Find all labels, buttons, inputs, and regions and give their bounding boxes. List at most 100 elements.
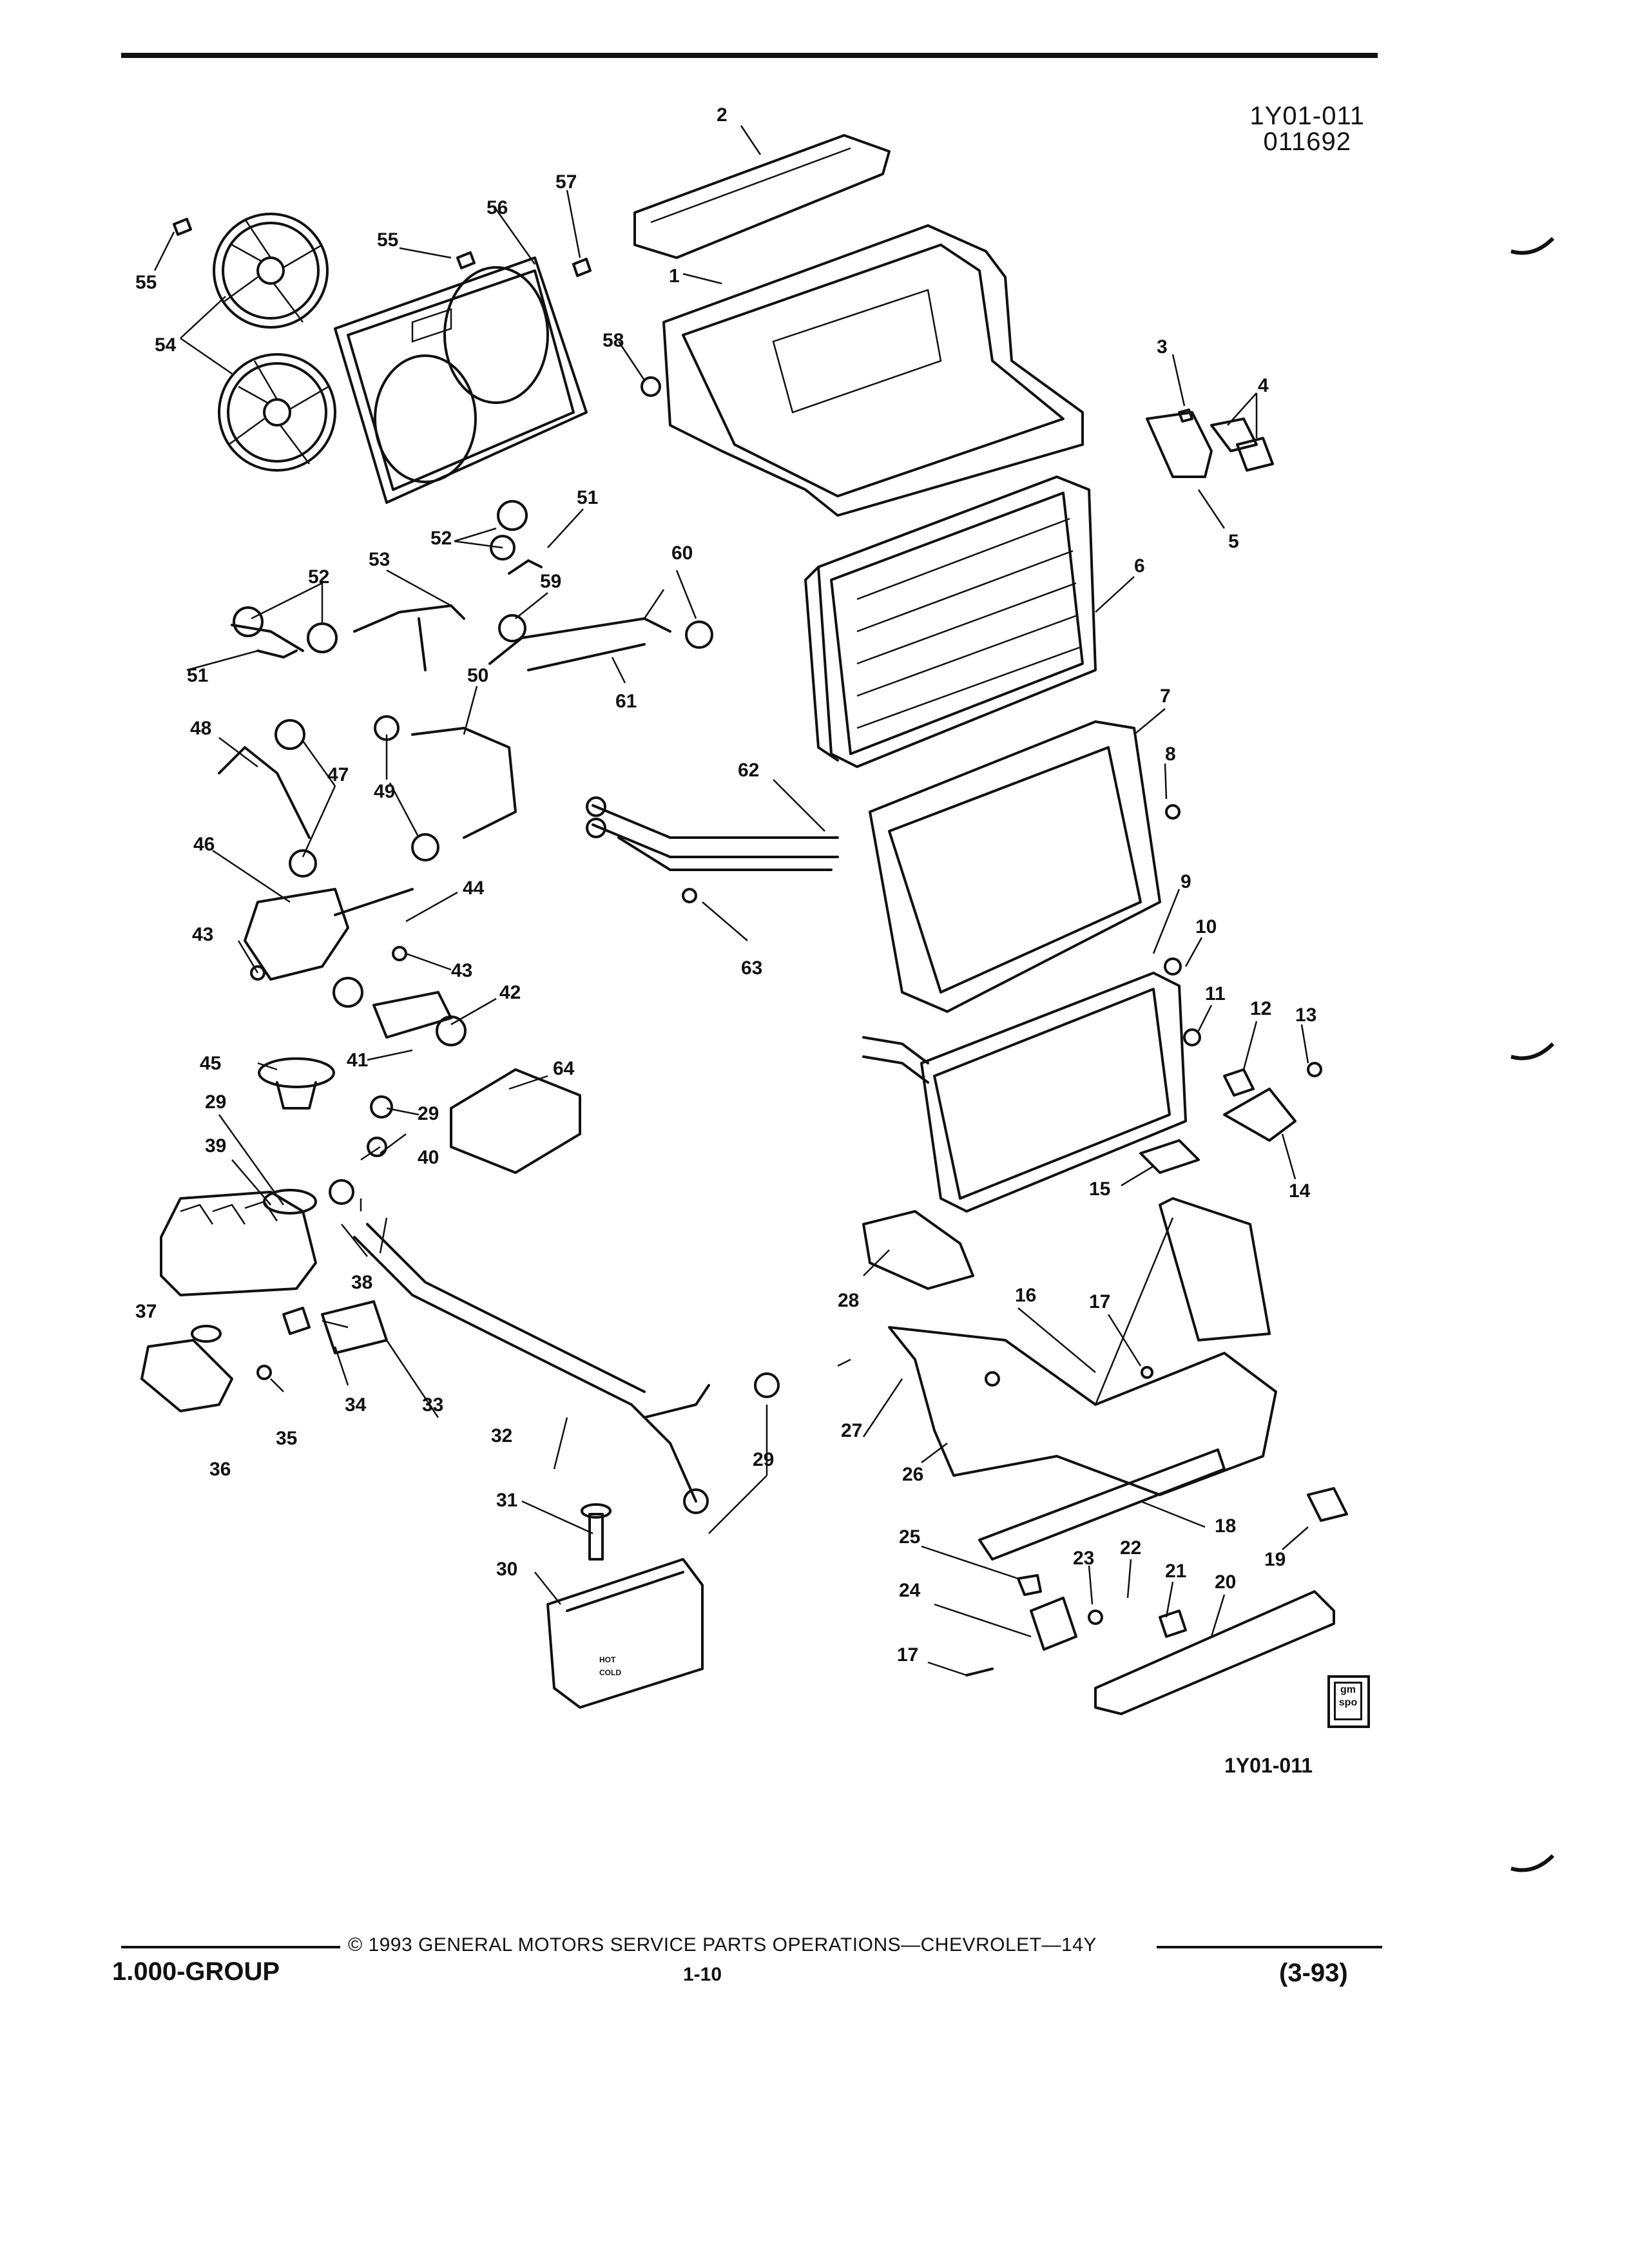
- reservoir-cold-label: COLD: [599, 1668, 621, 1677]
- callout-16: 16: [1015, 1285, 1036, 1306]
- callout-58: 58: [602, 330, 624, 351]
- callout-55: 55: [135, 272, 157, 293]
- callout-23: 23: [1073, 1548, 1094, 1569]
- callout-43b: 43: [451, 960, 472, 981]
- footer-copyright: © 1993 GENERAL MOTORS SERVICE PARTS OPER…: [348, 1934, 1097, 1956]
- callout-4: 4: [1258, 375, 1269, 396]
- callout-60: 60: [671, 543, 693, 564]
- callout-39: 39: [205, 1135, 226, 1157]
- figure-code-line2: 011692: [1263, 128, 1351, 156]
- callout-17: 17: [1089, 1291, 1110, 1312]
- callout-51b: 51: [577, 487, 598, 508]
- callout-62: 62: [738, 760, 759, 781]
- callout-22: 22: [1120, 1537, 1141, 1559]
- reservoir-hot-label: HOT: [599, 1655, 616, 1664]
- callout-13: 13: [1295, 1004, 1316, 1026]
- surge-tank-bracket: [140, 1325, 233, 1412]
- callout-45: 45: [200, 1053, 221, 1074]
- callout-10: 10: [1195, 916, 1217, 937]
- callout-20: 20: [1215, 1571, 1236, 1593]
- surge-tank: [160, 1189, 317, 1296]
- coolant-lines: [282, 1223, 710, 1503]
- callout-labels: 1 2 3 4 5 6 7 8 9 10 11 12 13 14 15 16 1…: [135, 104, 1316, 1666]
- callout-18: 18: [1215, 1515, 1236, 1537]
- callout-21: 21: [1165, 1561, 1186, 1582]
- callout-40: 40: [418, 1147, 439, 1168]
- logo-gm: gm: [1340, 1684, 1356, 1695]
- callout-43: 43: [192, 924, 213, 945]
- callout-26: 26: [902, 1464, 923, 1485]
- lower-support: [978, 1448, 1226, 1561]
- callout-34: 34: [345, 1394, 367, 1416]
- footer-date: (3-93): [1279, 1959, 1348, 1987]
- washer-reservoir: HOT COLD: [546, 1503, 704, 1709]
- bracket-64: [450, 1068, 581, 1174]
- pressure-cap: [258, 1057, 335, 1110]
- footer-group: 1.000-GROUP: [112, 1957, 280, 1986]
- callout-55b: 55: [377, 229, 398, 251]
- upper-baffle: [633, 134, 891, 259]
- callout-9: 9: [1181, 871, 1191, 892]
- condenser: [869, 720, 1161, 1013]
- callout-17b: 17: [897, 1644, 918, 1666]
- fasteners: [250, 804, 1322, 1387]
- callout-41: 41: [347, 1050, 368, 1071]
- callout-49: 49: [374, 781, 395, 802]
- margin-mark-1: [1510, 236, 1555, 255]
- radiator-upper-housing: [662, 224, 1084, 517]
- callout-25: 25: [899, 1526, 920, 1548]
- callout-44: 44: [463, 878, 485, 899]
- callout-28: 28: [838, 1290, 859, 1311]
- callout-29b: 29: [418, 1103, 439, 1124]
- callout-19: 19: [1264, 1549, 1286, 1570]
- gm-spo-logo: gm spo: [1327, 1675, 1370, 1728]
- callout-32: 32: [491, 1425, 512, 1446]
- callout-56: 56: [487, 197, 508, 218]
- callout-52: 52: [308, 566, 329, 588]
- callout-52b: 52: [430, 528, 452, 549]
- small-clips: [965, 1487, 1348, 1677]
- oil-cooler: [862, 972, 1187, 1213]
- margin-mark-3: [1510, 1854, 1555, 1872]
- footer-rule-left: [121, 1946, 340, 1948]
- callout-1: 1: [669, 265, 680, 287]
- callout-2: 2: [717, 104, 728, 126]
- callout-59: 59: [540, 571, 561, 592]
- callout-42: 42: [499, 982, 521, 1003]
- callout-38: 38: [351, 1272, 372, 1293]
- callout-57: 57: [555, 171, 577, 193]
- callout-48: 48: [190, 718, 211, 739]
- thermostat-housing: [244, 888, 452, 1039]
- callout-31: 31: [496, 1490, 517, 1511]
- leader-lines: [153, 125, 1309, 1677]
- callout-11: 11: [1205, 983, 1226, 1004]
- margin-mark-2: [1510, 1042, 1555, 1061]
- footer-rule-right: [1157, 1946, 1382, 1948]
- callout-8: 8: [1165, 744, 1176, 765]
- cooling-fan-upper: [213, 213, 329, 329]
- callout-5: 5: [1228, 531, 1239, 552]
- logo-spo: spo: [1338, 1697, 1358, 1708]
- figure-code-line1: 1Y01-011: [1249, 102, 1365, 130]
- callout-36: 36: [209, 1459, 231, 1480]
- figure-id-bottom: 1Y01-011: [1224, 1754, 1313, 1777]
- callout-64: 64: [553, 1058, 575, 1079]
- callout-29: 29: [205, 1091, 226, 1113]
- callout-27: 27: [841, 1420, 862, 1441]
- fan-shroud: [334, 256, 588, 504]
- callout-14: 14: [1289, 1180, 1311, 1202]
- callout-47: 47: [327, 764, 349, 785]
- footer-page-number: 1-10: [683, 1964, 722, 1985]
- callout-37: 37: [135, 1301, 157, 1322]
- callout-61: 61: [615, 691, 637, 712]
- coolant-hoses: [218, 559, 671, 839]
- fan-screws: [173, 218, 661, 397]
- mount-bracket-right: [1146, 408, 1274, 478]
- cooling-fan-lower: [218, 353, 336, 472]
- callout-33: 33: [422, 1394, 443, 1416]
- callout-51: 51: [187, 665, 208, 686]
- top-rule: [121, 53, 1378, 58]
- callout-50: 50: [467, 665, 488, 686]
- callout-54: 54: [155, 334, 177, 356]
